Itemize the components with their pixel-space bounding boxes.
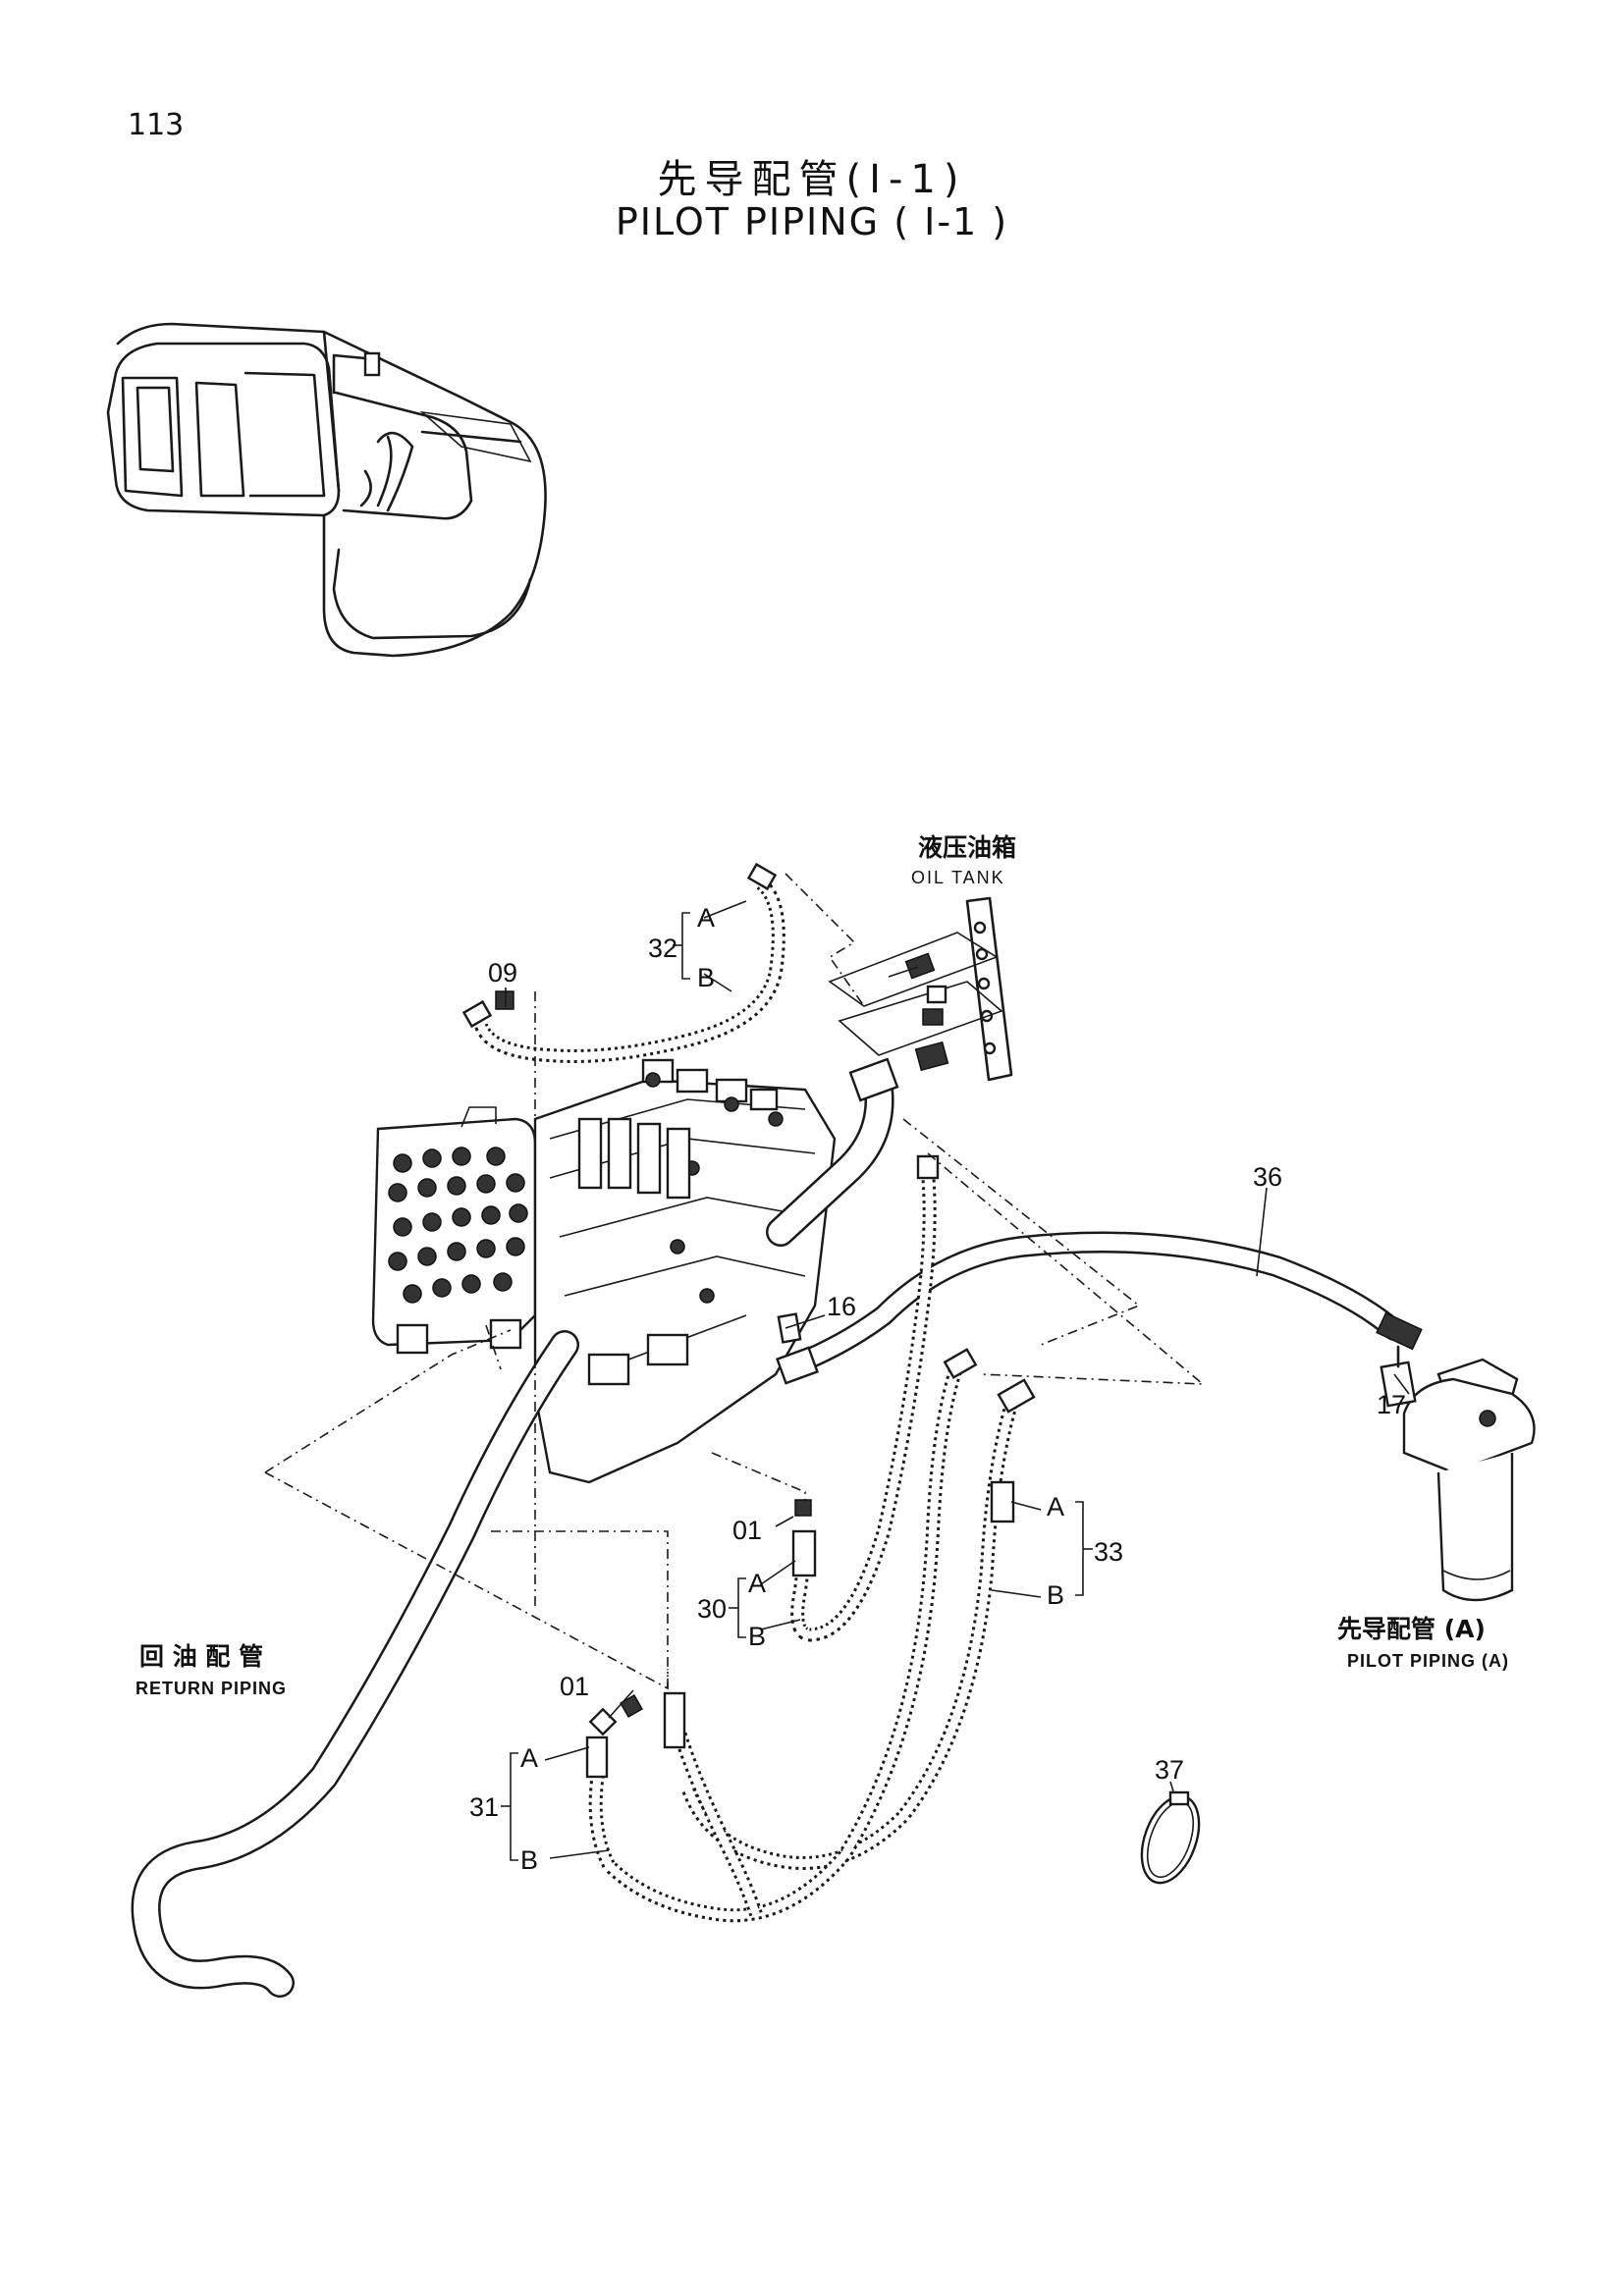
callout-01-lower: 01 <box>560 1672 589 1701</box>
hose-31 <box>585 1348 978 1923</box>
marker-33-b: B <box>1047 1580 1064 1610</box>
pilot-filter-a <box>1380 1345 1536 1602</box>
callout-36: 36 <box>1253 1162 1282 1192</box>
marker-30-b: B <box>748 1622 766 1651</box>
callout-16: 16 <box>827 1292 856 1321</box>
marker-32-a: A <box>697 903 715 933</box>
marker-32-b: B <box>697 963 715 992</box>
hose-32 <box>461 862 785 1063</box>
label-oil-tank-en: OIL TANK <box>911 868 1005 887</box>
callout-01-upper: 01 <box>732 1516 762 1545</box>
control-valve-assembly <box>533 1057 899 1484</box>
callout-30: 30 <box>697 1594 727 1624</box>
label-return-piping-en: RETURN PIPING <box>135 1679 287 1698</box>
callout-32: 32 <box>648 934 677 963</box>
manifold-port-bolts <box>388 1147 528 1304</box>
marker-33-a: A <box>1047 1492 1064 1522</box>
marker-31-a: A <box>520 1743 538 1773</box>
label-pilot-piping-a-cn: 先导配管 (A) <box>1337 1615 1486 1643</box>
marker-31-b: B <box>520 1845 538 1875</box>
callout-37: 37 <box>1155 1755 1184 1785</box>
callout-17: 17 <box>1377 1390 1406 1419</box>
callout-31: 31 <box>469 1792 499 1822</box>
pilot-manifold-block <box>371 1106 537 1355</box>
oil-tank-bracket <box>828 896 1013 1082</box>
fitting-16 <box>777 1312 802 1344</box>
pilot-hose-36 <box>776 1231 1423 1385</box>
title-english: PILOT PIPING ( I-1 ) <box>615 200 1009 243</box>
callout-09: 09 <box>488 958 517 988</box>
excavator-locator-icon <box>106 322 547 658</box>
callout-brackets <box>501 912 1093 1861</box>
reference-lines <box>264 873 1206 1690</box>
clamp-37 <box>1140 1790 1201 1885</box>
leader-lines <box>505 900 1410 1859</box>
return-pipe <box>131 1330 579 1998</box>
title-chinese: 先导配管(I-1) <box>657 157 967 202</box>
label-oil-tank-cn: 液压油箱 <box>918 833 1016 862</box>
hose-30 <box>790 1154 940 1642</box>
label-pilot-piping-a-en: PILOT PIPING (A) <box>1347 1651 1509 1671</box>
page-number: 113 <box>128 108 185 142</box>
callout-33: 33 <box>1094 1537 1123 1567</box>
marker-30-a: A <box>748 1569 766 1598</box>
label-return-piping-cn: 回 油 配 管 <box>139 1642 263 1671</box>
hose-33 <box>680 1378 1036 1870</box>
